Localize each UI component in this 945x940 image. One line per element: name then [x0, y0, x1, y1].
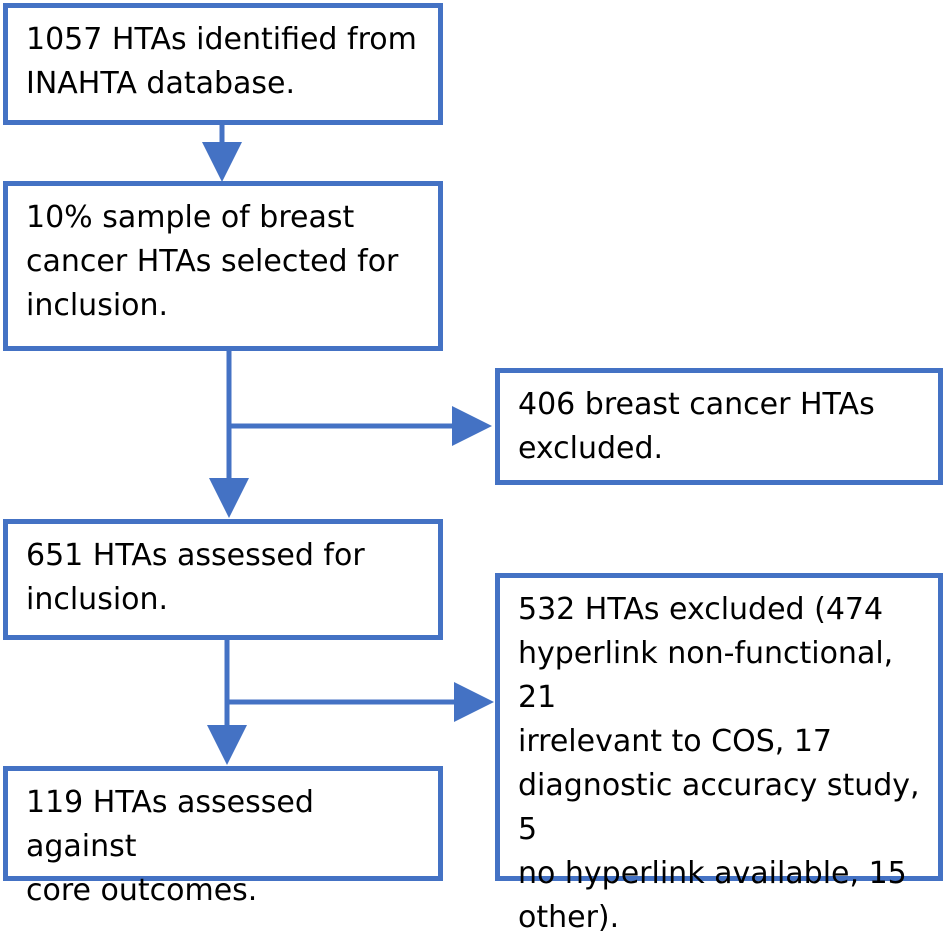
box-excluded-other: 532 HTAs excluded (474 hyperlink non-fun… — [495, 573, 943, 935]
box-assessed-core: 119 HTAs assessed against core outcomes. — [3, 766, 443, 908]
flow-connectors — [202, 123, 494, 765]
box-excluded-breast: 406 breast cancer HTAs excluded. — [495, 368, 943, 485]
box-sample: 10% sample of breast cancer HTAs selecte… — [3, 181, 443, 351]
box-identified: 1057 HTAs identified from INAHTA databas… — [3, 3, 443, 125]
box-assessed-inclusion: 651 HTAs assessed for inclusion. — [3, 519, 443, 640]
